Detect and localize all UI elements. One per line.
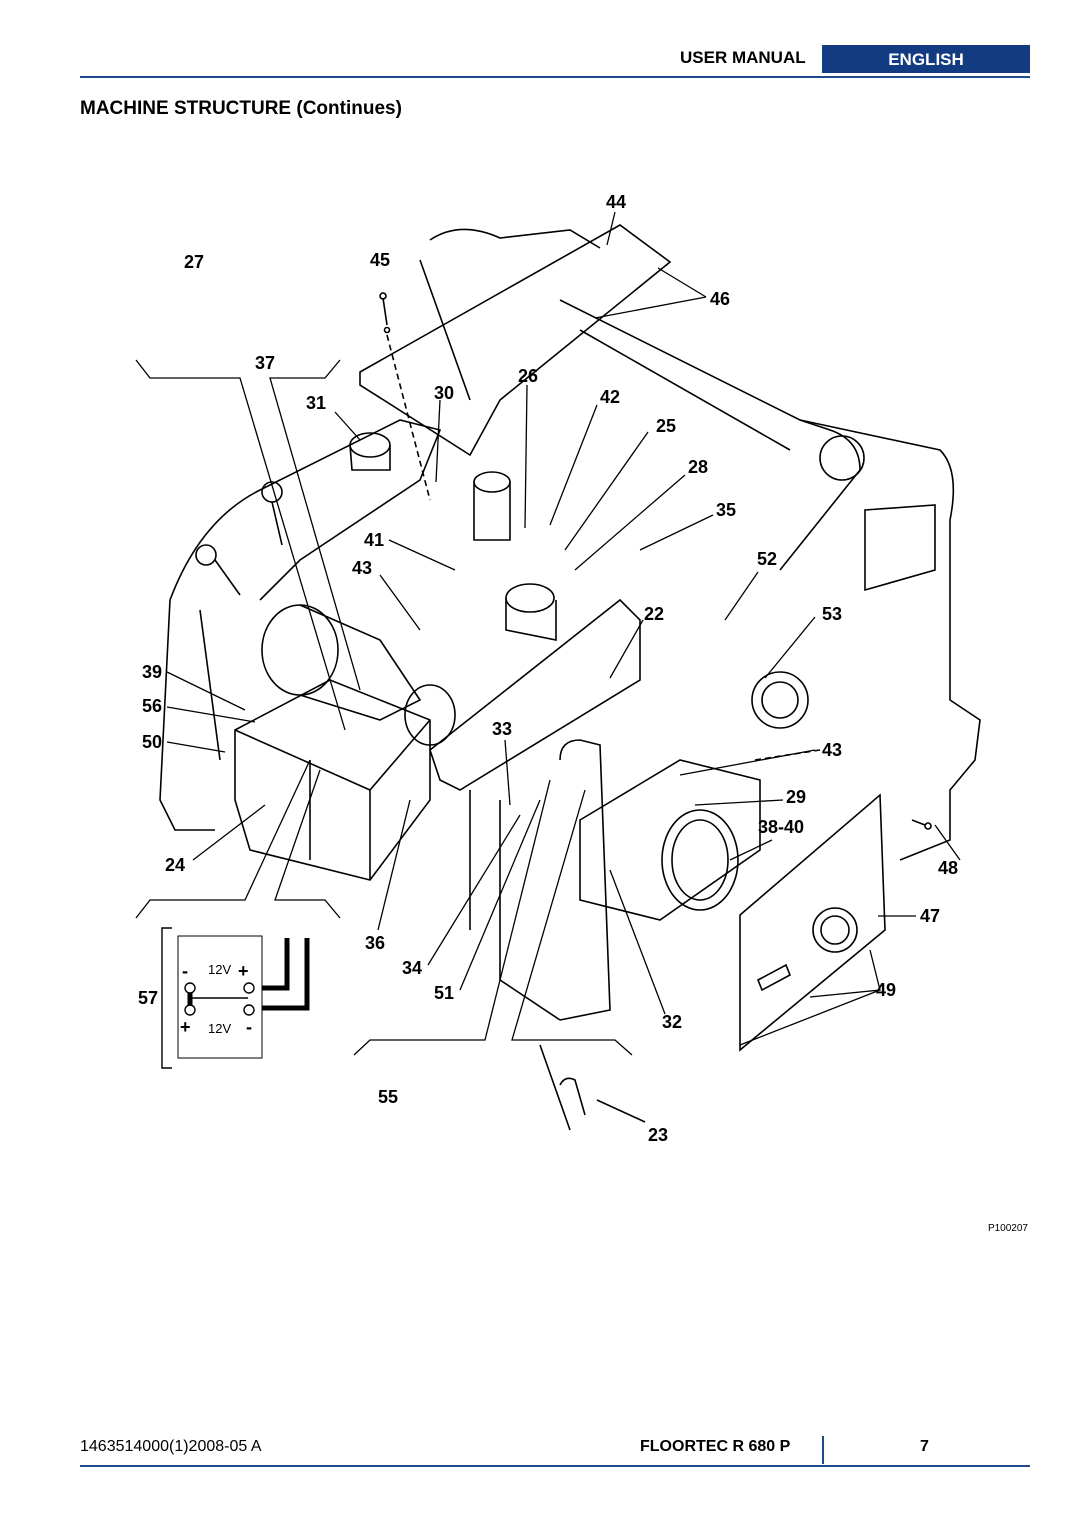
footer-separator <box>822 1436 824 1464</box>
callout-49: 49 <box>876 980 896 1000</box>
callout-30: 30 <box>434 383 454 403</box>
battery-top-minus: - <box>182 961 188 981</box>
callout-44: 44 <box>606 192 626 212</box>
callout-41: 41 <box>364 530 384 550</box>
language-badge: ENGLISH <box>822 45 1030 73</box>
page-number: 7 <box>920 1438 929 1455</box>
battery-top-plus: + <box>238 961 249 981</box>
callout-29: 29 <box>786 787 806 807</box>
callout-28: 28 <box>688 457 708 477</box>
machine-model: FLOORTEC R 680 P <box>640 1438 791 1455</box>
battery-bottom-plus: + <box>180 1017 191 1037</box>
callout-33: 33 <box>492 719 512 739</box>
callout-37: 37 <box>255 353 275 373</box>
callout-38-40: 38-40 <box>758 817 804 837</box>
figure-code: P100207 <box>987 1223 1028 1234</box>
footer-rule <box>80 1465 1030 1467</box>
manual-label: USER MANUAL <box>680 48 806 67</box>
callout-27: 27 <box>184 252 204 272</box>
callout-43-top: 43 <box>352 558 372 578</box>
battery-wiring-inset: - 12V + + 12V - <box>161 927 310 1069</box>
page-title: MACHINE STRUCTURE (Continues) <box>80 98 402 119</box>
callout-57: 57 <box>138 988 158 1008</box>
callout-22: 22 <box>644 604 664 624</box>
callout-23: 23 <box>648 1125 668 1145</box>
callout-35: 35 <box>716 500 736 520</box>
callout-48: 48 <box>938 858 958 878</box>
callout-52: 52 <box>757 549 777 569</box>
callout-55: 55 <box>378 1087 398 1107</box>
callout-36: 36 <box>365 933 385 953</box>
callout-47: 47 <box>920 906 940 926</box>
callout-24: 24 <box>165 855 185 875</box>
header-rule <box>80 76 1030 78</box>
callout-34: 34 <box>402 958 422 978</box>
callout-25: 25 <box>656 416 676 436</box>
callout-32: 32 <box>662 1012 682 1032</box>
callout-39: 39 <box>142 662 162 682</box>
battery-top-voltage: 12V <box>208 962 231 977</box>
callout-53: 53 <box>822 604 842 624</box>
machine-drawing <box>159 224 981 1131</box>
callout-50: 50 <box>142 732 162 752</box>
callout-42: 42 <box>600 387 620 407</box>
callout-43-bottom: 43 <box>822 740 842 760</box>
callout-45: 45 <box>370 250 390 270</box>
callout-labels: 44 27 45 46 37 26 31 30 42 25 28 35 41 4… <box>138 192 958 1145</box>
callout-26: 26 <box>518 366 538 386</box>
battery-bottom-minus: - <box>246 1017 252 1037</box>
battery-bottom-voltage: 12V <box>208 1021 231 1036</box>
callout-46: 46 <box>710 289 730 309</box>
callout-56: 56 <box>142 696 162 716</box>
callout-31: 31 <box>306 393 326 413</box>
leader-lines <box>135 211 961 1056</box>
document-reference: 1463514000(1)2008-05 A <box>80 1438 262 1455</box>
callout-51: 51 <box>434 983 454 1003</box>
